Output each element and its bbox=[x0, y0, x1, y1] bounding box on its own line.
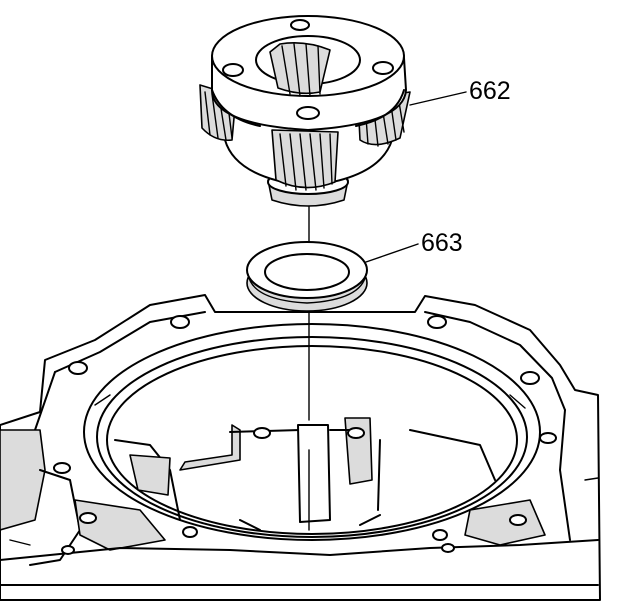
callout-label-663: 663 bbox=[421, 229, 463, 257]
leader-line-663 bbox=[365, 243, 419, 263]
callout-label-662: 662 bbox=[469, 77, 511, 105]
thrust-washer-663 bbox=[246, 241, 368, 312]
callout-leaders bbox=[365, 91, 467, 263]
transmission-case bbox=[0, 294, 601, 601]
leader-line-662 bbox=[409, 91, 467, 106]
planetary-carrier-662 bbox=[199, 15, 411, 207]
